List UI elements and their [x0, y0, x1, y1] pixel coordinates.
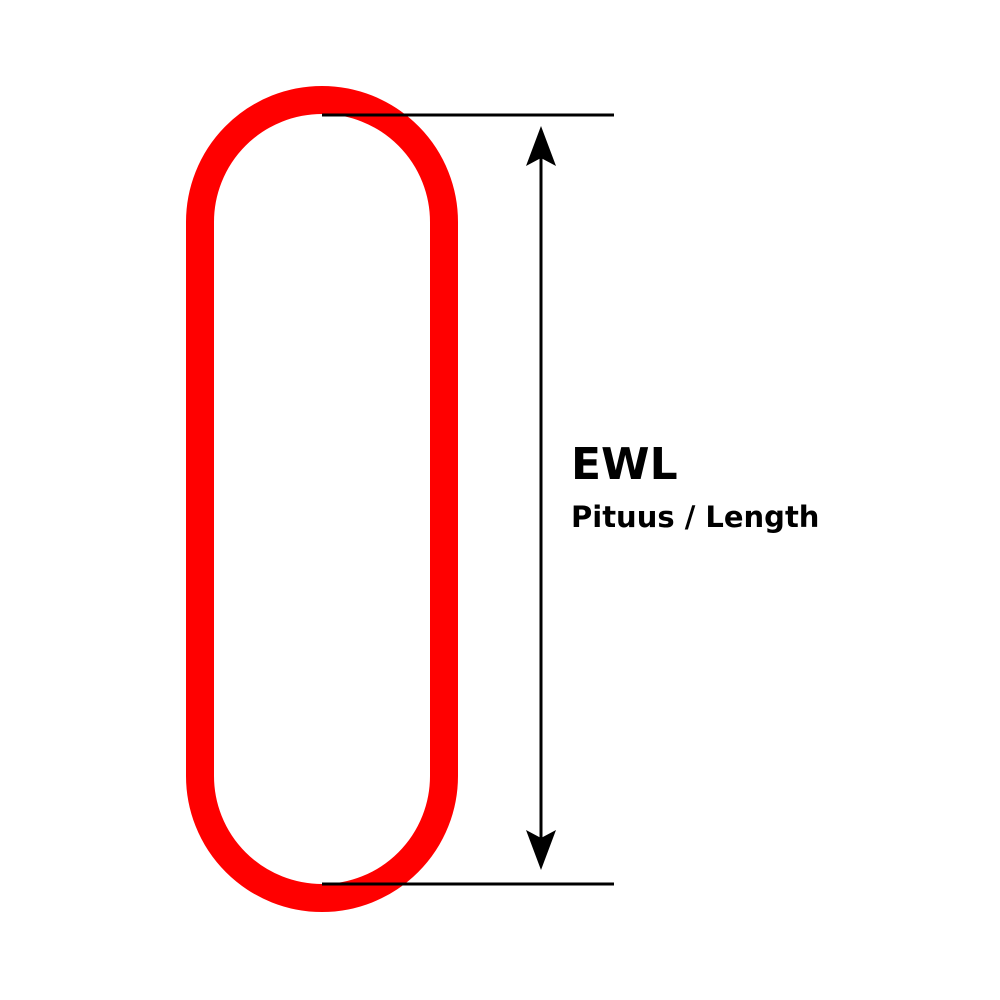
arrowhead-up-icon	[526, 126, 556, 166]
chain-link-oval	[186, 86, 458, 912]
dimension-sublabel: Pituus / Length	[571, 500, 820, 534]
arrowhead-down-icon	[526, 830, 556, 870]
dimension-label: EWL	[571, 439, 678, 490]
